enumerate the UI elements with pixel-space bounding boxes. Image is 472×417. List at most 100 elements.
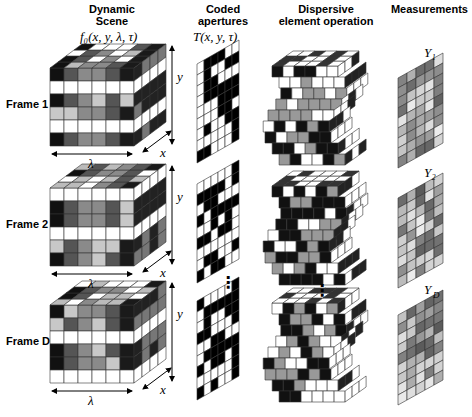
scene-cube-side <box>134 364 142 383</box>
dispersed-front <box>325 208 336 219</box>
dispersed-top <box>341 171 359 176</box>
dispersed-front <box>287 132 298 143</box>
lambda-axis-arrow <box>52 154 132 155</box>
dispersed-front <box>316 143 327 154</box>
dispersed-side <box>331 364 338 380</box>
dispersed-front <box>303 208 314 219</box>
dispersed-front <box>334 274 345 285</box>
dispersed-side <box>331 247 338 263</box>
axis-label: λ <box>88 157 94 171</box>
scene-cube-front <box>64 94 78 107</box>
dispersed-front <box>268 110 279 121</box>
y-axis-arrow <box>172 46 173 144</box>
scene-cube-side <box>134 127 142 146</box>
dispersed-front <box>283 66 294 77</box>
scene-cube-front <box>92 94 106 107</box>
dispersed-front <box>279 154 290 165</box>
scene-cube-front <box>64 188 78 201</box>
dispersed-front <box>312 197 323 208</box>
scene-cube-front <box>64 240 78 253</box>
dispersed-front <box>298 252 309 263</box>
dispersed-front <box>294 263 305 274</box>
dispersed-front <box>305 263 316 274</box>
dispersed-front <box>263 121 274 132</box>
dispersed-front <box>312 391 323 402</box>
scene-cube-front <box>64 318 78 331</box>
dispersed-front <box>272 263 283 274</box>
scene-cube-front <box>106 68 120 81</box>
dispersed-side <box>338 359 345 375</box>
scene-cube-front <box>106 81 120 94</box>
dispersed-front <box>323 154 334 165</box>
dispersed-side <box>338 242 345 258</box>
dispersed-front <box>272 303 283 314</box>
scene-cube-front <box>92 344 106 357</box>
dispersed-front <box>298 132 309 143</box>
dispersed-front <box>318 121 329 132</box>
dispersed-front <box>314 208 325 219</box>
measurement-cell <box>416 263 425 278</box>
dispersed-front <box>307 358 318 369</box>
scene-cube-front <box>78 344 92 357</box>
dispersed-front <box>327 66 338 77</box>
coded-aperture-cell <box>197 268 204 283</box>
scene-cube-side <box>150 235 158 254</box>
scene-cube-front <box>78 240 92 253</box>
measurement-cell <box>398 273 407 288</box>
dispersed-front <box>290 230 301 241</box>
scene-cube-front <box>92 331 106 344</box>
dispersed-front <box>294 66 305 77</box>
dispersed-front <box>283 263 294 274</box>
scene-cube-front <box>106 344 120 357</box>
dispersed-front <box>334 391 345 402</box>
dispersed-front <box>298 219 309 230</box>
scene-cube-front <box>92 133 106 146</box>
dispersed-front <box>272 66 283 77</box>
dispersed-front <box>301 154 312 165</box>
dispersed-front <box>327 303 338 314</box>
dispersed-front <box>283 143 294 154</box>
dispersed-front <box>290 391 301 402</box>
dispersed-front <box>323 197 334 208</box>
dispersed-front <box>287 219 298 230</box>
scene-cube-front <box>120 68 134 81</box>
aperture-function: T(x, y, τ) <box>193 30 237 44</box>
dispersed-side <box>359 376 366 392</box>
scene-cube-front <box>106 201 120 214</box>
measurement-subscript: D <box>433 291 440 301</box>
dispersed-front <box>294 143 305 154</box>
dispersed-front <box>327 380 338 391</box>
scene-cube-front <box>120 94 134 107</box>
coded-aperture-cell <box>211 377 218 392</box>
scene-cube-front <box>78 253 92 266</box>
dispersed-side <box>338 375 345 391</box>
scene-cube-front <box>120 227 134 240</box>
dispersed-front <box>287 99 298 110</box>
coded-aperture-cell <box>218 136 225 151</box>
measurement-cell <box>407 148 416 163</box>
measurement-cell <box>425 375 434 390</box>
dispersed-front <box>305 66 316 77</box>
frame-label: Frame 2 <box>6 218 48 230</box>
dispersed-front <box>301 230 312 241</box>
dispersed-top <box>327 61 345 66</box>
lambda-axis-arrow <box>52 274 132 275</box>
scene-cube-front <box>78 107 92 120</box>
dispersed-front <box>290 197 301 208</box>
dispersed-front <box>276 336 287 347</box>
scene-cube-front <box>92 81 106 94</box>
dispersed-front <box>279 314 290 325</box>
y-axis-arrow <box>172 166 173 264</box>
scene-cube-front <box>106 240 120 253</box>
y-axis-arrow <box>172 283 173 381</box>
measurement-cell <box>398 390 407 405</box>
column-header: Dispersive element operation <box>278 3 374 27</box>
dispersed-front <box>287 252 298 263</box>
scene-cube-front <box>92 318 106 331</box>
ellipsis: ⋮ <box>314 282 330 300</box>
dispersed-top <box>334 176 352 181</box>
coded-aperture-cell <box>225 132 232 147</box>
dispersed-front <box>287 369 298 380</box>
dispersed-front <box>294 303 305 314</box>
